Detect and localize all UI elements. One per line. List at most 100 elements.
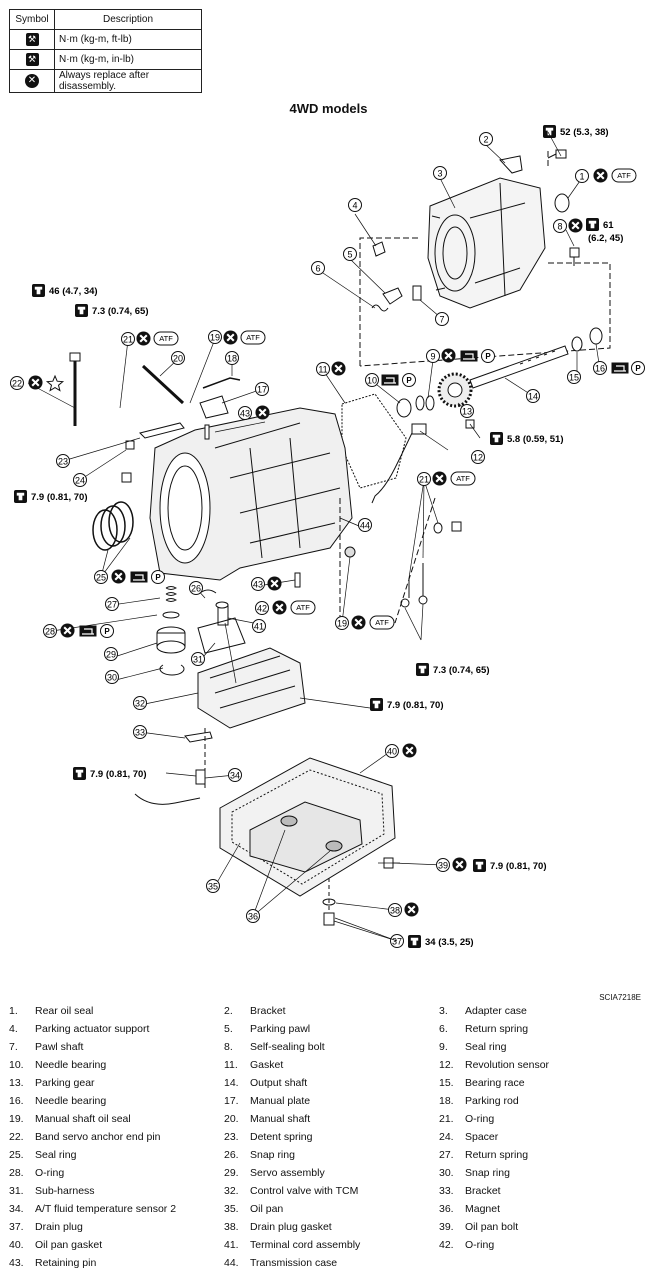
part-number: 1. (9, 1005, 18, 1017)
part-name: Parking rod (465, 1095, 519, 1107)
svg-text:P: P (635, 364, 641, 373)
adapter-case-drawing (427, 177, 546, 309)
svg-text:ATF: ATF (246, 333, 260, 342)
svg-text:28: 28 (45, 627, 55, 637)
part-number: 21. (439, 1113, 454, 1125)
callout-8: 8 (553, 219, 567, 233)
svg-text:42: 42 (257, 604, 267, 614)
part-name: Servo assembly (250, 1167, 325, 1179)
part-item: 29.Servo assembly (224, 1167, 325, 1185)
part-item: 7.Pawl shaft (9, 1041, 83, 1059)
part-name: Adapter case (465, 1005, 527, 1017)
callout-33: 33 (133, 725, 147, 739)
retaining-pin-43b-drawing (294, 572, 301, 588)
sub-harness-drawing (197, 617, 246, 654)
part-name: Output shaft (250, 1077, 308, 1089)
callout-43b: 43 (251, 577, 265, 591)
part-name: Snap ring (465, 1167, 510, 1179)
callout-24: 24 (73, 473, 87, 487)
part-number: 17. (224, 1095, 239, 1107)
part-number: 34. (9, 1203, 24, 1215)
atf-badge-19: ATF (240, 330, 266, 345)
torque-79a: 7.9 (0.81, 70) (31, 492, 88, 503)
star-icon (45, 374, 65, 392)
part-name: O-ring (35, 1167, 65, 1179)
part-item: 31.Sub-harness (9, 1185, 95, 1203)
svg-text:9: 9 (430, 352, 435, 362)
part-name: Return spring (465, 1023, 529, 1035)
svg-text:41: 41 (254, 622, 264, 632)
atf-badge-21: ATF (153, 331, 179, 346)
atf-badge-1: ATF (611, 168, 637, 183)
part-name: Seal ring (465, 1041, 507, 1053)
callout-3: 3 (433, 166, 447, 180)
part-number: 22. (9, 1131, 24, 1143)
part-name: Parking gear (35, 1077, 95, 1089)
part-name: Band servo anchor end pin (35, 1131, 161, 1143)
part-name: Manual shaft oil seal (35, 1113, 131, 1125)
part-name: Parking actuator support (35, 1023, 150, 1035)
torque-79d: 7.9 (0.81, 70) (490, 861, 547, 872)
part-number: 8. (224, 1041, 233, 1053)
exploded-view-diagram: 1 2 3 4 5 6 7 8 9 10 11 12 13 14 15 16 1… (10, 125, 645, 948)
callout-18: 18 (225, 351, 239, 365)
callout-22: 22 (10, 376, 24, 390)
callout-19: 19 (208, 330, 222, 344)
svg-text:26: 26 (191, 584, 201, 594)
part-name: Seal ring (35, 1149, 77, 1161)
part-item: 42.O-ring (439, 1239, 494, 1257)
callout-28: 28 (43, 624, 57, 638)
svg-text:18: 18 (227, 354, 237, 364)
part-number: 36. (439, 1203, 454, 1215)
callout-34: 34 (228, 768, 242, 782)
torque-52: 52 (5.3, 38) (560, 127, 609, 138)
callout-25: 25 (94, 570, 108, 584)
torque-wrench-icon: ⚒ (25, 53, 39, 66)
callout-4: 4 (348, 198, 362, 212)
part-number: 16. (9, 1095, 24, 1107)
svg-text:20: 20 (173, 354, 183, 364)
part-item: 4.Parking actuator support (9, 1023, 149, 1041)
symbol-clusters (28, 168, 629, 917)
part-number: 9. (439, 1041, 448, 1053)
p-badge-10: P (402, 373, 416, 387)
callout-21b: 21 (417, 472, 431, 486)
callout-13: 13 (460, 404, 474, 418)
part-name: Gasket (250, 1059, 284, 1071)
part-item: 41.Terminal cord assembly (224, 1239, 360, 1257)
svg-text:10: 10 (367, 376, 377, 386)
part-name: Needle bearing (35, 1059, 107, 1071)
callout-41: 41 (252, 619, 266, 633)
callout-5: 5 (343, 247, 357, 261)
svg-text:P: P (406, 376, 412, 385)
spacer-drawing (125, 440, 135, 450)
part-name: Manual plate (250, 1095, 311, 1107)
part-number: 6. (439, 1023, 448, 1035)
part-name: Manual shaft (250, 1113, 311, 1125)
part-name: Drain plug gasket (250, 1221, 332, 1233)
part-item: 43. Retaining pin (9, 1257, 96, 1275)
callout-19b: 19 (335, 616, 349, 630)
part-number: 19. (9, 1113, 24, 1125)
parking-gear-drawing (437, 372, 473, 408)
part-item: 5.Parking pawl (224, 1023, 310, 1041)
svg-text:43: 43 (253, 580, 263, 590)
retaining-pin-drawing (204, 424, 210, 440)
part-item: 14.Output shaft (224, 1077, 307, 1095)
atf-badge-21b: ATF (450, 471, 476, 486)
magnet-b-drawing (325, 840, 343, 852)
callout-6: 6 (311, 261, 325, 275)
part-item: 22. Band servo anchor end pin (9, 1131, 161, 1149)
part-name: Retaining pin (35, 1257, 97, 1269)
part-item: 20.Manual shaft (224, 1113, 310, 1131)
diagram-title: 4WD models (289, 101, 368, 116)
part-number: 43. (9, 1257, 24, 1269)
callout-35: 35 (206, 879, 220, 893)
part-name: Drain plug (35, 1221, 83, 1233)
callout-12: 12 (471, 450, 485, 464)
part-name: Revolution sensor (465, 1059, 550, 1071)
svg-text:ATF: ATF (375, 618, 389, 627)
svg-text:19: 19 (210, 333, 220, 343)
p-badge-25: P (151, 570, 165, 584)
callout-42: 42 (255, 601, 269, 615)
